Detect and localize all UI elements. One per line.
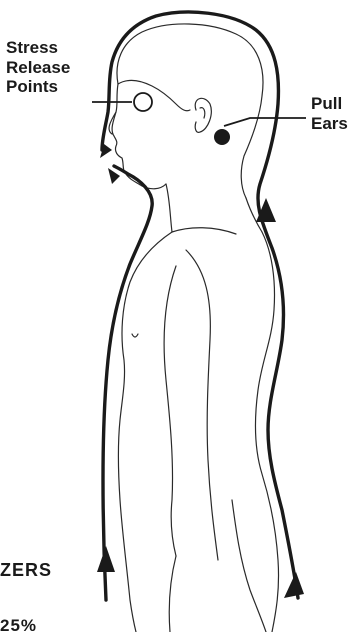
back-meridian bbox=[102, 12, 298, 598]
arm-back bbox=[186, 250, 218, 560]
body-silhouette bbox=[109, 24, 279, 632]
pull-ears-point-marker bbox=[214, 129, 230, 145]
stress-release-point-marker bbox=[134, 93, 152, 111]
stress-release-points-label: Stress Release Points bbox=[6, 38, 70, 97]
partial-percent-text: 25% bbox=[0, 616, 37, 636]
front-meridian bbox=[103, 166, 152, 600]
arm-front bbox=[164, 266, 176, 556]
ear-inner bbox=[200, 108, 205, 118]
navel-mark bbox=[132, 334, 138, 337]
shoulder-line bbox=[172, 228, 236, 234]
hip-contour bbox=[232, 500, 266, 632]
pull-label-line-1: Pull bbox=[311, 94, 348, 114]
pull-label-line-2: Ears bbox=[311, 114, 348, 134]
stress-label-line-1: Stress bbox=[6, 38, 70, 58]
front-chin-arrow bbox=[108, 168, 120, 184]
leg-front bbox=[169, 556, 176, 632]
pull-ears-leader-line bbox=[224, 118, 306, 126]
ear-outline bbox=[195, 98, 211, 132]
pull-ears-label: Pull Ears bbox=[311, 94, 348, 133]
front-torso bbox=[119, 232, 173, 632]
stress-label-line-3: Points bbox=[6, 77, 70, 97]
partial-heading-text: ZERS bbox=[0, 560, 52, 581]
front-meridian-line bbox=[103, 166, 152, 600]
hairline bbox=[118, 80, 190, 110]
front-bottom-arrow bbox=[97, 546, 115, 572]
neck-front bbox=[166, 184, 172, 232]
back-meridian-line bbox=[102, 12, 298, 598]
stress-label-line-2: Release bbox=[6, 58, 70, 78]
